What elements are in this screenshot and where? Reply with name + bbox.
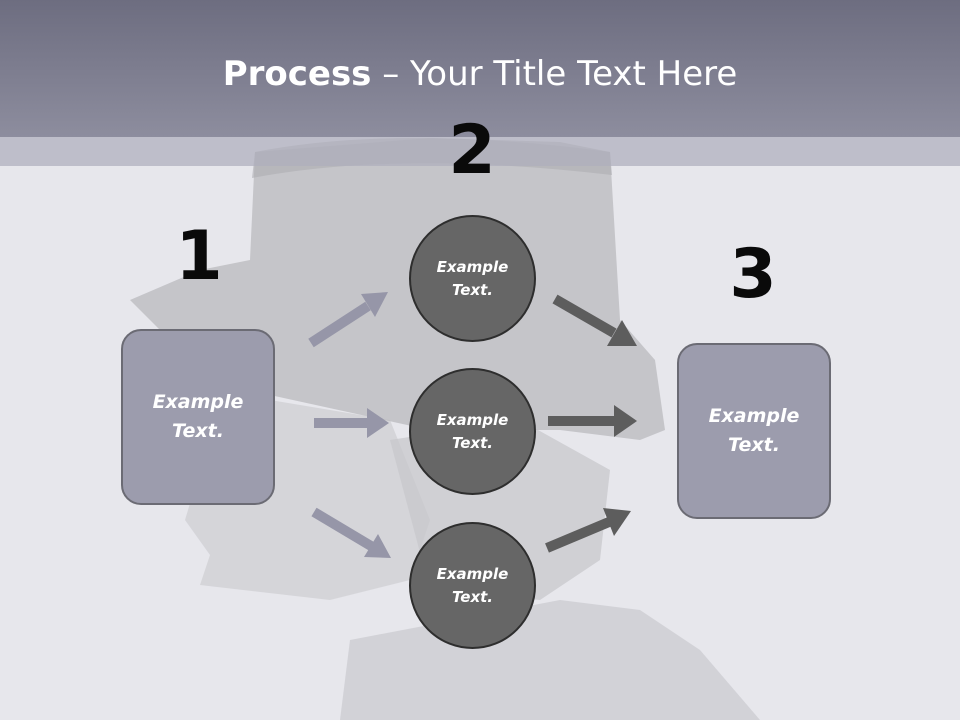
arrow-circle-bottom-to-3 <box>545 508 631 553</box>
title-bar <box>0 0 960 137</box>
title-accent-strip <box>0 137 960 166</box>
arrow-circle-middle-to-3 <box>548 405 637 437</box>
step-2-circle-bottom: Example Text. <box>409 522 536 649</box>
slide-title: Process – Your Title Text Here <box>0 52 960 96</box>
title-bold-part: Process <box>222 54 372 94</box>
step-2-circle-middle: Example Text. <box>409 368 536 495</box>
title-regular-part: – Your Title Text Here <box>371 54 738 94</box>
step-number-3: 3 <box>729 235 777 314</box>
step-number-1: 1 <box>175 217 223 296</box>
arrow-circle-top-to-3 <box>552 294 637 346</box>
arrow-1-to-circle-top <box>308 292 388 348</box>
step-number-2: 2 <box>448 111 496 190</box>
arrow-1-to-circle-bottom <box>311 507 391 558</box>
step-1-box-text: Example Text. <box>152 391 244 442</box>
step-2-circle-bottom-text: Example Text. <box>436 564 509 606</box>
step-3-box: Example Text. <box>677 343 831 519</box>
step-2-circle-top: Example Text. <box>409 215 536 342</box>
step-3-box-text: Example Text. <box>708 405 800 456</box>
step-1-box: Example Text. <box>121 329 275 505</box>
arrow-1-to-circle-middle <box>314 408 389 438</box>
step-2-circle-top-text: Example Text. <box>436 257 509 299</box>
step-2-circle-middle-text: Example Text. <box>436 410 509 452</box>
